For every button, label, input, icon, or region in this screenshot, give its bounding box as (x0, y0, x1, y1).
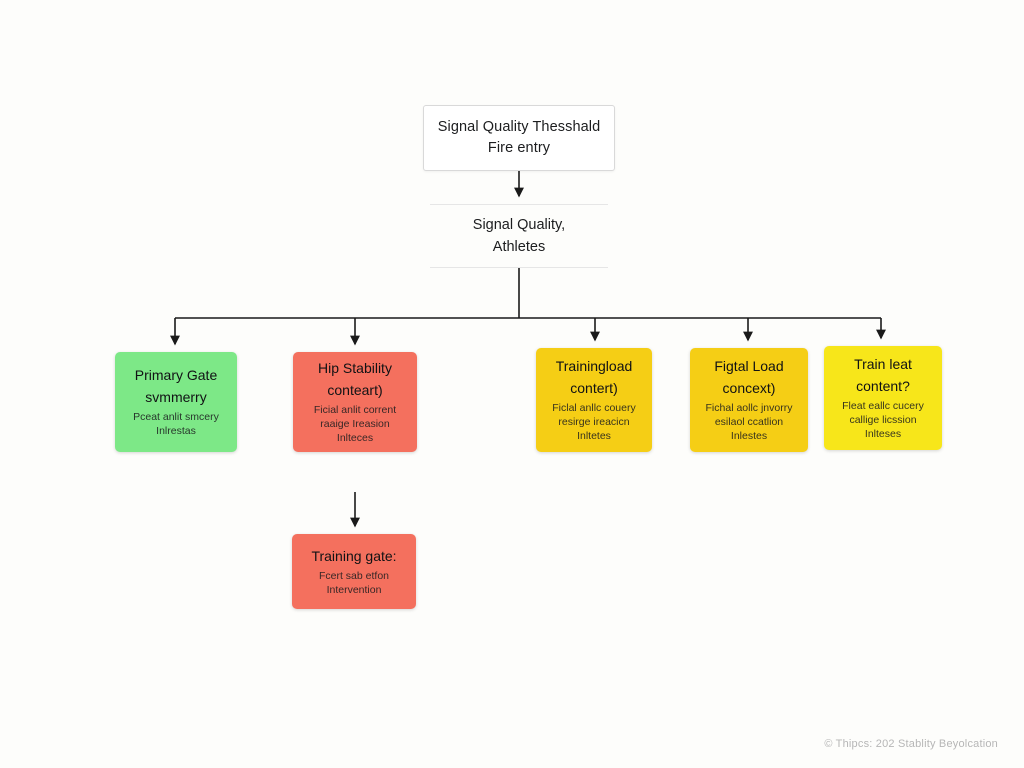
node-primary-gate-body-line-1: Pceat anlit smcery (133, 411, 219, 423)
node-figtal-load-title-line-2: concext) (722, 380, 776, 396)
node-signal-quality-threshold[interactable]: Signal Quality Thesshald Fire entry (423, 105, 615, 171)
node-training-load-body-line-1: Ficlal anllc couery (552, 402, 636, 414)
node-train-leat-body-line-2: callige licssion (849, 414, 917, 426)
node-training-gate-title-line-1: Training gate: (311, 547, 397, 564)
node-figtal-load-body-line-1: Fichal aollc jnvorry (705, 402, 793, 414)
node-primary-gate[interactable]: Primary Gate svmmerry Pceat anlit smcery… (115, 352, 237, 452)
node-figtal-load-body-line-2: esilaol ccatlion (714, 416, 784, 428)
node-primary-gate-title-line-2: svmmerry (145, 389, 207, 405)
node-training-load-body-line-2: resirge ireacicn (558, 416, 630, 428)
node-training-load[interactable]: Trainingload contert) Ficlal anllc couer… (536, 348, 652, 452)
footer-caption: © Thipcs: 202 Stablity Beyolcation (824, 738, 998, 750)
node-hip-stability[interactable]: Hip Stability conteart) Ficial anlit cor… (293, 352, 417, 452)
node-root-title-line-1: Signal Quality Thesshald (437, 119, 601, 135)
node-primary-gate-title-line-1: Primary Gate (134, 367, 218, 383)
node-figtal-load-title-line-1: Figtal Load (714, 358, 784, 374)
node-train-leat-title-line-2: content? (856, 378, 910, 394)
node-hip-stability-body-line-3: Inlteces (336, 432, 374, 444)
node-training-gate-body-line-2: Intervention (326, 583, 382, 596)
node-train-leat-title-line-1: Train leat (854, 356, 912, 372)
node-sub-title-line-1: Signal Quality, (472, 217, 566, 233)
node-figtal-load[interactable]: Figtal Load concext) Fichal aollc jnvorr… (690, 348, 808, 452)
node-train-leat-body-line-1: Fleat eallc cucery (842, 400, 924, 412)
node-figtal-load-body-line-3: Inlestes (730, 430, 768, 442)
node-hip-stability-body-line-2: raaige Ireasion (320, 418, 390, 430)
node-primary-gate-body-line-2: Inlrestas (156, 425, 196, 437)
node-training-load-title-line-1: Trainingload (555, 358, 633, 374)
node-signal-quality-athletes[interactable]: Signal Quality, Athletes (430, 204, 608, 268)
node-root-title-line-2: Fire entry (487, 140, 551, 156)
node-train-leat[interactable]: Train leat content? Fleat eallc cucery c… (824, 346, 942, 450)
node-hip-stability-title-line-1: Hip Stability (318, 360, 392, 376)
node-hip-stability-title-line-2: conteart) (327, 382, 383, 398)
node-training-load-title-line-2: contert) (570, 380, 618, 396)
node-training-gate-body-line-1: Fcert sab etfon (318, 569, 390, 582)
node-hip-stability-body-line-1: Ficial anlit corrent (313, 404, 397, 416)
node-training-load-body-line-3: Inltetes (577, 430, 611, 442)
node-sub-title-line-2: Athletes (492, 239, 546, 255)
node-training-gate[interactable]: Training gate: Fcert sab etfon Intervent… (292, 534, 416, 609)
node-train-leat-body-line-3: Inlteses (864, 428, 902, 440)
